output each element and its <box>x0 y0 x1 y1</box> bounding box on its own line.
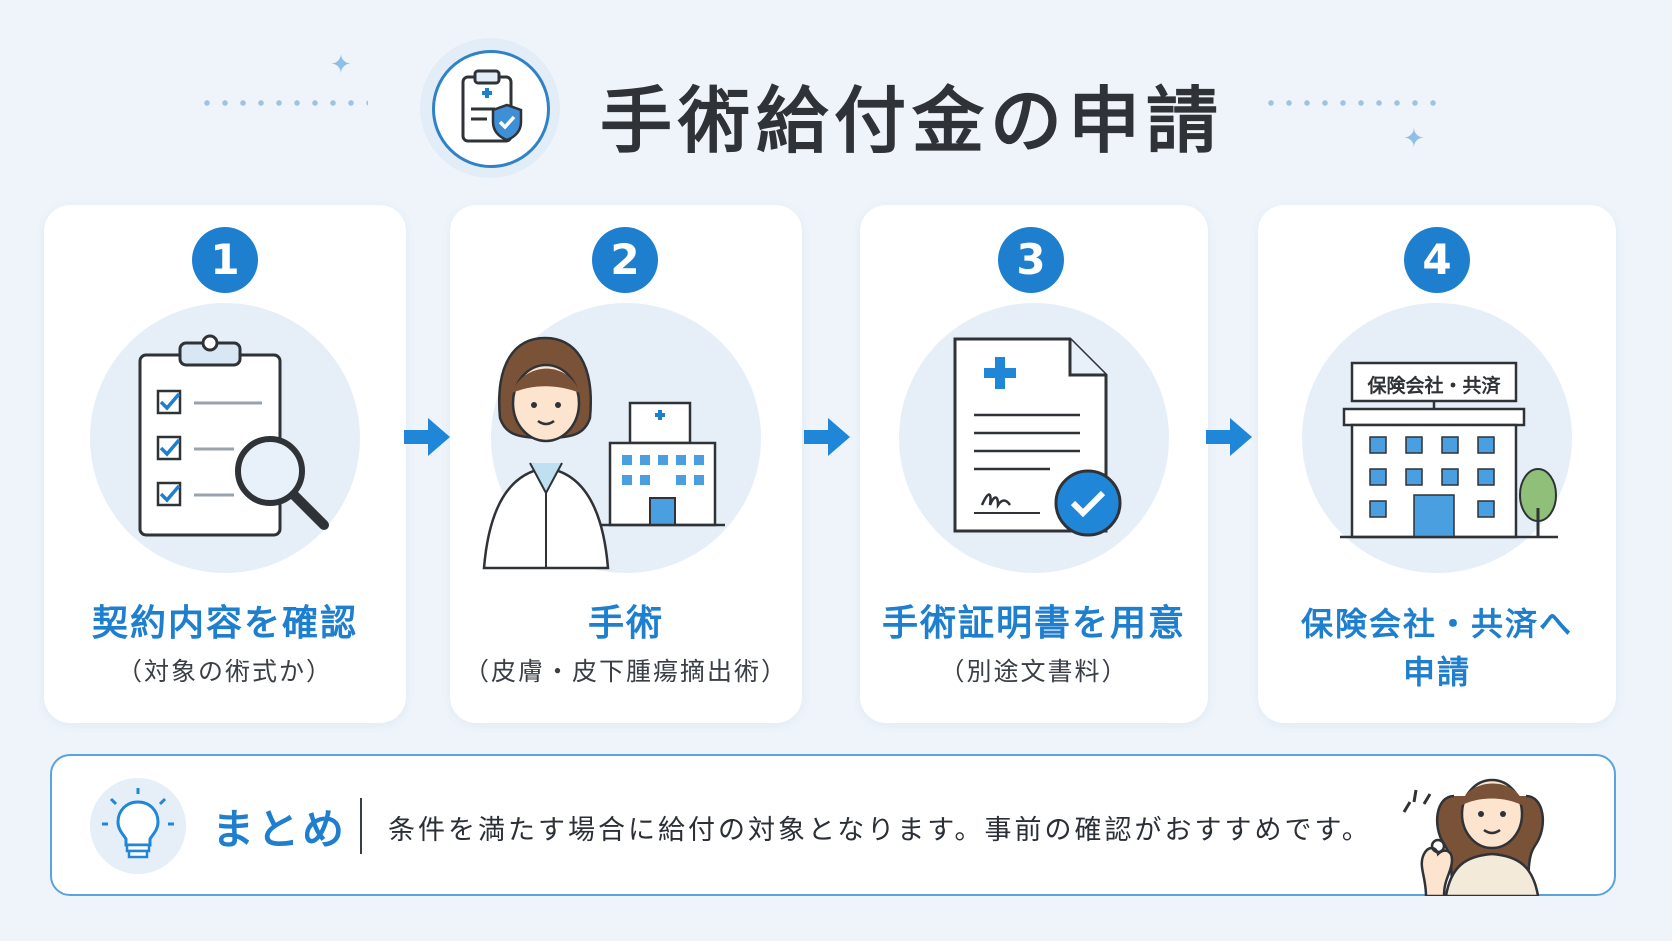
lightbulb-icon <box>102 788 174 859</box>
doctor-hospital-icon <box>482 336 725 570</box>
step-title: 保険会社・共済へ申請 <box>1300 605 1573 691</box>
lightbulb-background <box>90 778 186 874</box>
summary-label: まとめ <box>212 805 348 854</box>
decorative-dots-right <box>1262 100 1442 106</box>
summary-text: 条件を満たす場合に給付の対象となります。事前の確認がおすすめです。 <box>388 815 1372 846</box>
checklist-magnifier-icon <box>138 334 329 537</box>
clipboard-shield-icon <box>461 69 523 143</box>
step-title: 手術証明書を用意 <box>881 603 1186 644</box>
decorative-dots-left <box>198 100 368 106</box>
step-card-4: 4 保険会社・共済 保険会社・共済へ申請 <box>1258 205 1616 723</box>
step-card-1: 1 契約内容を確認 （対象の術式か） <box>44 205 406 723</box>
step-number: 2 <box>592 227 658 293</box>
arrow-right-icon <box>1206 418 1252 456</box>
step-subtitle: （皮膚・皮下腫瘍摘出術） <box>463 657 788 686</box>
certificate-check-icon <box>953 337 1122 537</box>
step-title: 手術 <box>587 603 664 644</box>
title-badge <box>420 38 560 178</box>
sparkle-icon: ✦ <box>1403 124 1425 154</box>
building-sign-label: 保険会社・共済 <box>1367 375 1501 397</box>
step-subtitle: （別途文書料） <box>939 657 1129 686</box>
arrow-right-icon <box>404 418 450 456</box>
insurance-building-icon <box>1340 361 1558 539</box>
step-number: 3 <box>998 227 1064 293</box>
summary-box: まとめ 条件を満たす場合に給付の対象となります。事前の確認がおすすめです。 <box>50 754 1616 896</box>
step-card-3: 3 手術証明書を用意 （別途文書料） <box>860 205 1208 723</box>
step-number: 1 <box>192 227 258 293</box>
woman-ok-gesture-icon <box>1402 778 1544 896</box>
step-subtitle: （対象の術式か） <box>116 657 333 686</box>
step-card-2: 2 手術 （皮膚・皮下腫瘍摘出術） <box>450 205 802 723</box>
page-title: 手術給付金の申請 <box>600 79 1225 163</box>
sparkle-icon: ✦ <box>330 50 352 80</box>
arrow-right-icon <box>804 418 850 456</box>
summary-divider <box>360 798 362 854</box>
step-number: 4 <box>1404 227 1470 293</box>
step-title: 契約内容を確認 <box>91 603 358 644</box>
